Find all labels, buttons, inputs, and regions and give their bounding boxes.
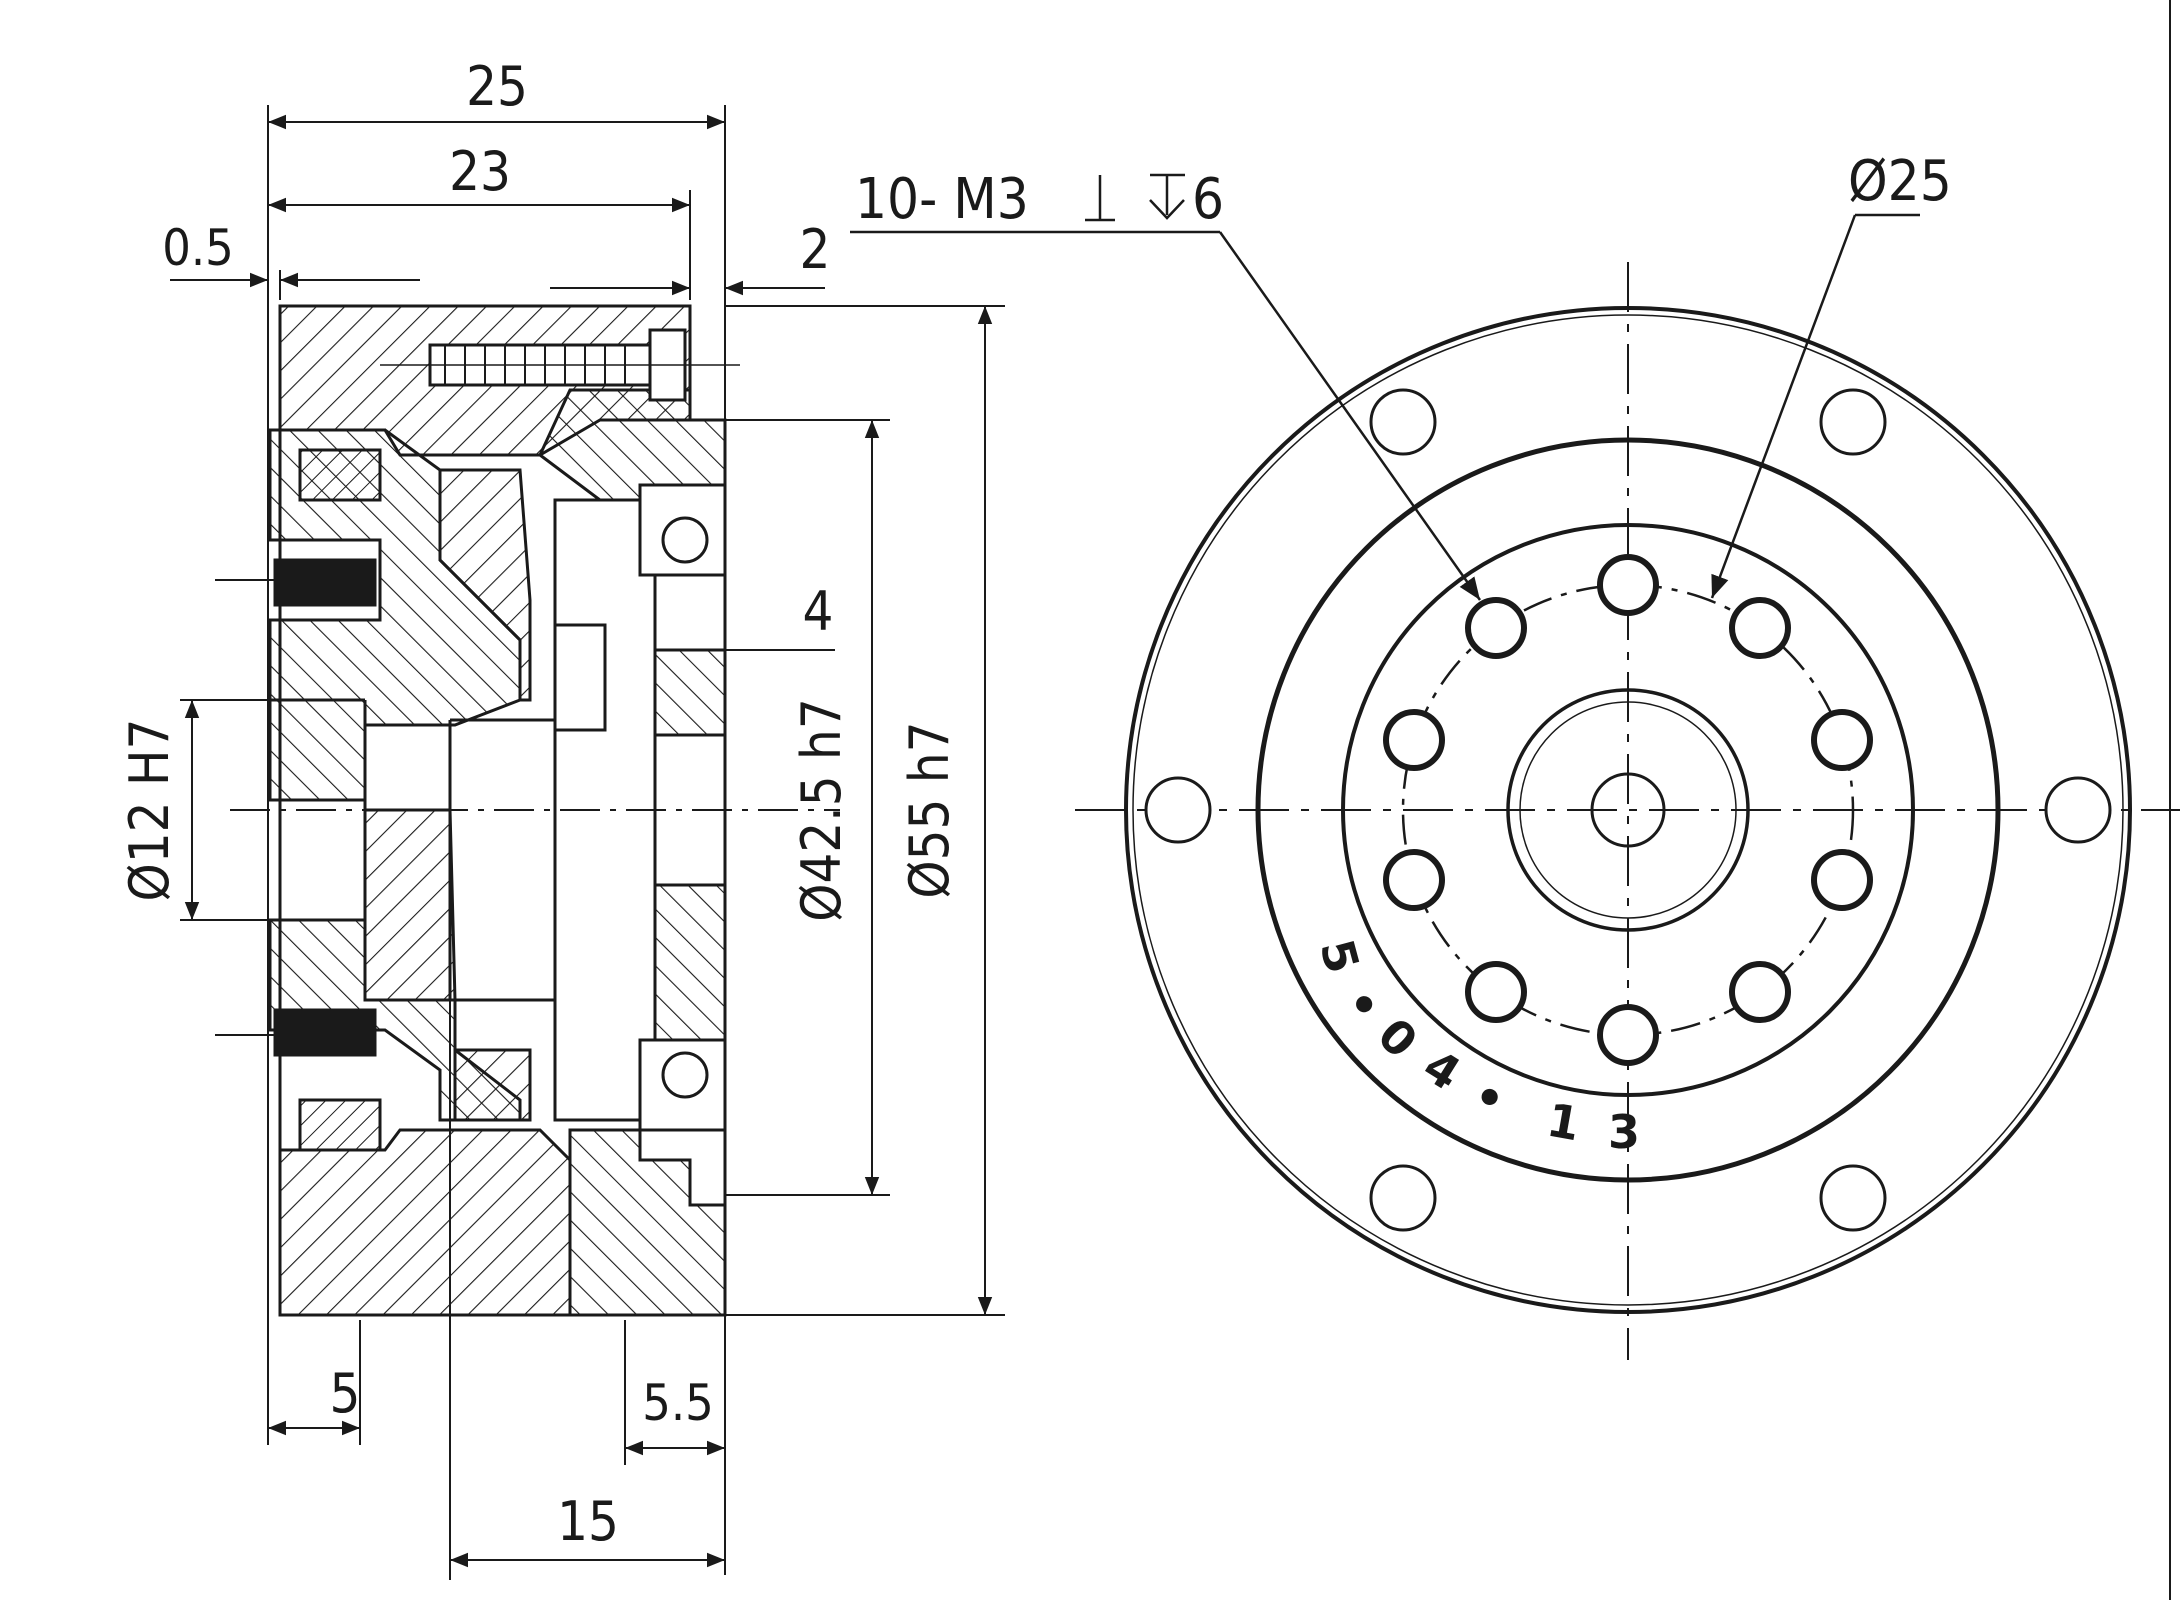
cap-screw	[380, 328, 740, 402]
dim-outer: Ø55 h7	[898, 721, 961, 898]
threaded-hole	[1465, 961, 1527, 1023]
threaded-hole	[1597, 1004, 1659, 1066]
dim-overall-length: 25	[466, 55, 528, 118]
threaded-hole	[1811, 849, 1873, 911]
pitch-circle-diameter: Ø25	[1848, 149, 1952, 214]
engraving-char: 1	[1543, 1093, 1584, 1152]
mounting-holes	[1144, 388, 2112, 1232]
threaded-hole	[1597, 554, 1659, 616]
dim-left-step: 0.5	[162, 219, 234, 277]
mounting-hole	[2044, 776, 2112, 844]
bearing-lower	[638, 1038, 727, 1132]
engraving-char: •	[1466, 1068, 1512, 1129]
depth-symbol-icon	[1085, 173, 1185, 222]
callout-leaders	[850, 213, 1920, 601]
bearing-upper	[638, 483, 727, 577]
engraving-char: 0	[1367, 1008, 1428, 1069]
dim-body-length: 23	[449, 140, 511, 203]
mounting-hole	[1369, 388, 1437, 456]
dim-left-hub: 5	[330, 1362, 361, 1425]
dim-right-step: 2	[800, 218, 831, 281]
front-view: 10- M3 6 Ø25 5 • 0 4 • 1 3	[850, 149, 2180, 1360]
engraving-char: 5	[1309, 934, 1369, 979]
dim-bore: Ø12 H7	[118, 719, 181, 902]
section-view: 25 23 0.5 2 4 Ø12 H7 Ø42.5 h7 Ø55 h7 5 5…	[118, 55, 1005, 1580]
engraving-char: 4	[1414, 1039, 1470, 1102]
threaded-hole	[1465, 597, 1527, 659]
mounting-hole	[1819, 1164, 1887, 1232]
engraving: 5 • 0 4 • 1 3	[1309, 934, 1640, 1159]
dimension-labels: 25 23 0.5 2 4 Ø12 H7 Ø42.5 h7 Ø55 h7 5 5…	[118, 55, 961, 1553]
set-screw-upper	[215, 448, 382, 607]
threaded-hole	[1729, 597, 1791, 659]
dim-pilot: Ø42.5 h7	[790, 698, 853, 922]
housing-section	[268, 304, 727, 1317]
dim-keyway: 4	[803, 580, 834, 643]
set-screw-lower	[215, 1008, 382, 1152]
pilot-circle	[1255, 437, 2001, 1183]
outer-flange-circle	[1124, 306, 2132, 1314]
thread-callout: 10- M3	[855, 167, 1029, 232]
mounting-hole	[1819, 388, 1887, 456]
dim-right-flange: 5.5	[642, 1374, 714, 1432]
hub-outer-circle	[1506, 688, 1750, 932]
dim-output-depth: 15	[557, 1490, 619, 1553]
mounting-hole	[1369, 1164, 1437, 1232]
thread-depth: 6	[1192, 167, 1224, 232]
output-face-circle	[1341, 523, 1915, 1097]
threaded-hole	[1383, 849, 1445, 911]
engraving-char: 3	[1608, 1105, 1640, 1159]
threaded-hole	[1729, 961, 1791, 1023]
mounting-hole	[1144, 776, 1212, 844]
dimension-lines	[170, 105, 1005, 1580]
threaded-hole	[1811, 709, 1873, 771]
center-bore-circle	[1590, 772, 1666, 848]
engraving-char: •	[1332, 979, 1393, 1031]
threaded-holes	[1383, 554, 1873, 1066]
threaded-hole	[1383, 709, 1445, 771]
